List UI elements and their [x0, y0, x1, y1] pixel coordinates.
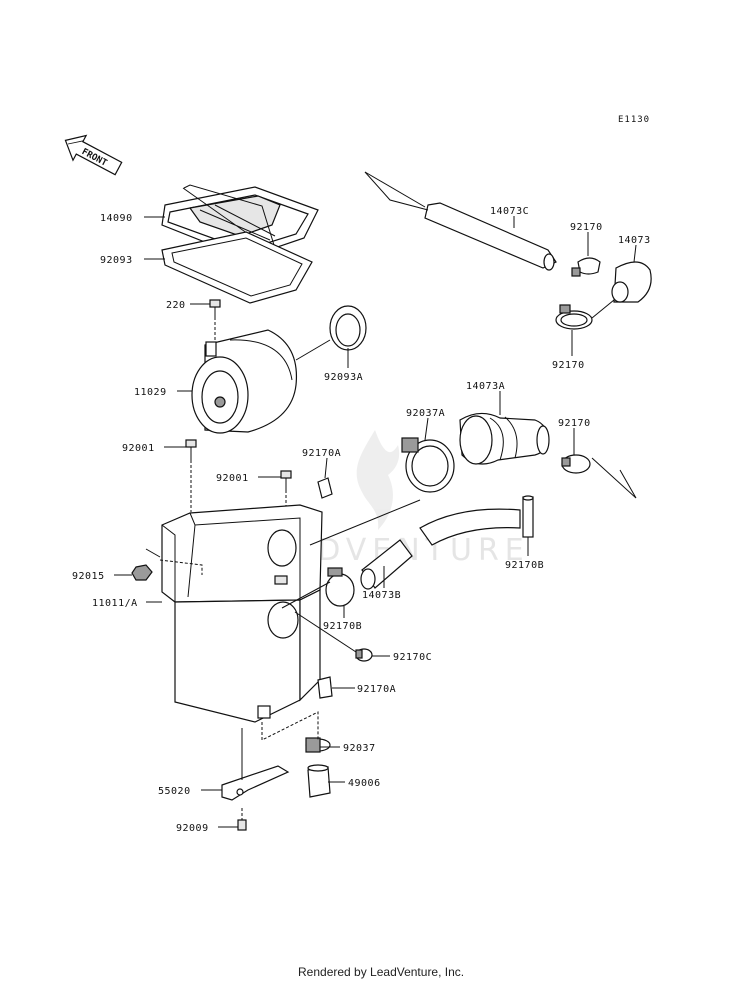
clamp-92037 — [305, 737, 331, 753]
air-filter-11029 — [191, 329, 298, 434]
clamp-92170B-left — [325, 567, 355, 607]
screw-92009 — [237, 808, 247, 831]
front-arrow-icon: FRONT — [64, 134, 123, 176]
label-55020: 55020 — [158, 786, 191, 797]
label-14073B: 14073B — [362, 590, 401, 601]
label-14073C: 14073C — [490, 206, 529, 217]
hose-14073B — [309, 499, 521, 590]
clip-92170C — [355, 648, 373, 662]
clamp-92170-right — [561, 454, 591, 474]
diagram-code: E1130 — [618, 115, 650, 125]
hose-14073C — [364, 171, 557, 271]
sleeve-49006 — [307, 764, 331, 798]
label-92170B-left: 92170B — [323, 621, 362, 632]
label-92170A-top: 92170A — [302, 448, 341, 459]
clamp-92170-mid — [555, 304, 593, 330]
label-11029: 11029 — [134, 387, 167, 398]
air-box-case-11011A — [159, 504, 323, 723]
elbow-14073 — [611, 261, 652, 303]
bolt-92001-left — [185, 439, 197, 512]
label-11011A: 11011/A — [92, 598, 138, 609]
clamp-92170-top — [571, 257, 601, 277]
elbow-14073A — [459, 412, 550, 465]
leader-lines — [114, 216, 637, 828]
label-92001-left: 92001 — [122, 443, 155, 454]
clip-92170A-bottom — [317, 676, 333, 699]
nut-92015 — [131, 564, 153, 581]
clip-92170A-top — [317, 477, 333, 499]
label-14073: 14073 — [618, 235, 651, 246]
label-92001-right: 92001 — [216, 473, 249, 484]
label-14073A: 14073A — [466, 381, 505, 392]
label-92170C: 92170C — [393, 652, 432, 663]
label-92037A: 92037A — [406, 408, 445, 419]
clamp-92037A — [401, 437, 455, 493]
label-92170-mid: 92170 — [552, 360, 585, 371]
label-92009: 92009 — [176, 823, 209, 834]
label-92170-right: 92170 — [558, 418, 591, 429]
rod-92170B-right — [522, 495, 534, 538]
label-92093: 92093 — [100, 255, 133, 266]
bracket-55020 — [221, 765, 290, 801]
label-14090: 14090 — [100, 213, 133, 224]
screw-220 — [209, 299, 221, 345]
flame-logo-icon — [356, 430, 400, 530]
label-220: 220 — [166, 300, 186, 311]
gasket-92093 — [161, 231, 313, 304]
label-92037: 92037 — [343, 743, 376, 754]
label-92015: 92015 — [72, 571, 105, 582]
footer-credit: Rendered by LeadVenture, Inc. — [298, 965, 464, 979]
label-92170-top: 92170 — [570, 222, 603, 233]
air-box-cover-14090 — [161, 184, 319, 259]
label-49006: 49006 — [348, 778, 381, 789]
label-92093A: 92093A — [324, 372, 363, 383]
label-92170B-right: 92170B — [505, 560, 544, 571]
label-92170A-bottom: 92170A — [357, 684, 396, 695]
seal-92093A — [329, 305, 367, 351]
